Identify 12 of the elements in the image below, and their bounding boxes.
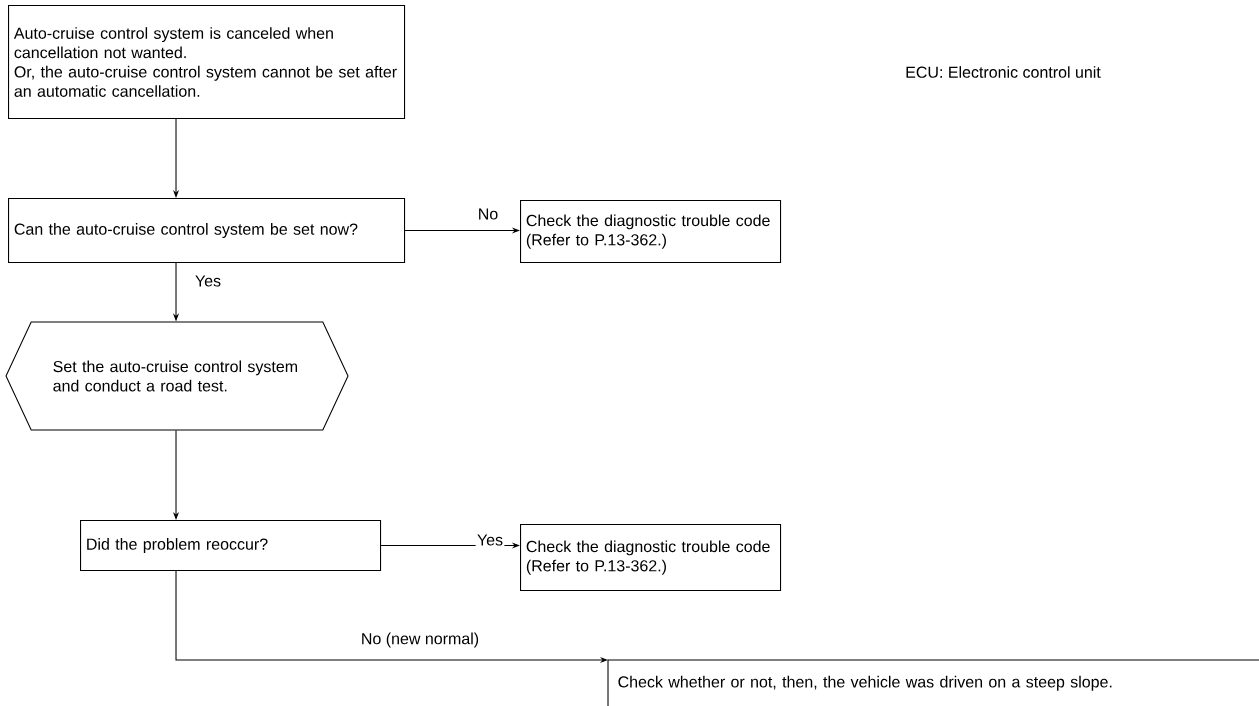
- process-box: Auto-cruise control system is canceled when cancellation not wanted. Or, the auto-cruise control system cannot be set after an automatic cancellation.: [8, 5, 406, 120]
- edge-label: Yes: [475, 533, 505, 547]
- edge-label: Yes: [193, 274, 223, 288]
- edge-label: No: [476, 207, 500, 221]
- open-box: Check whether or not, then, the vehicle was driven on a steep slope.: [607, 659, 1259, 706]
- process-box: Did the problem reoccur?: [80, 520, 382, 572]
- edge-label: No (new normal): [359, 631, 481, 649]
- process-box: Can the auto-cruise control system be set now?: [8, 198, 406, 264]
- process-box: Check the diagnostic trouble code (Refer to P.13-362.): [520, 200, 782, 264]
- process-box: Check the diagnostic trouble code (Refer to P.13-362.): [520, 524, 782, 592]
- note-text: ECU: Electronic control unit: [906, 66, 1101, 78]
- hexagon-box: Set the auto-cruise control system and conduct a road test.: [5, 321, 349, 431]
